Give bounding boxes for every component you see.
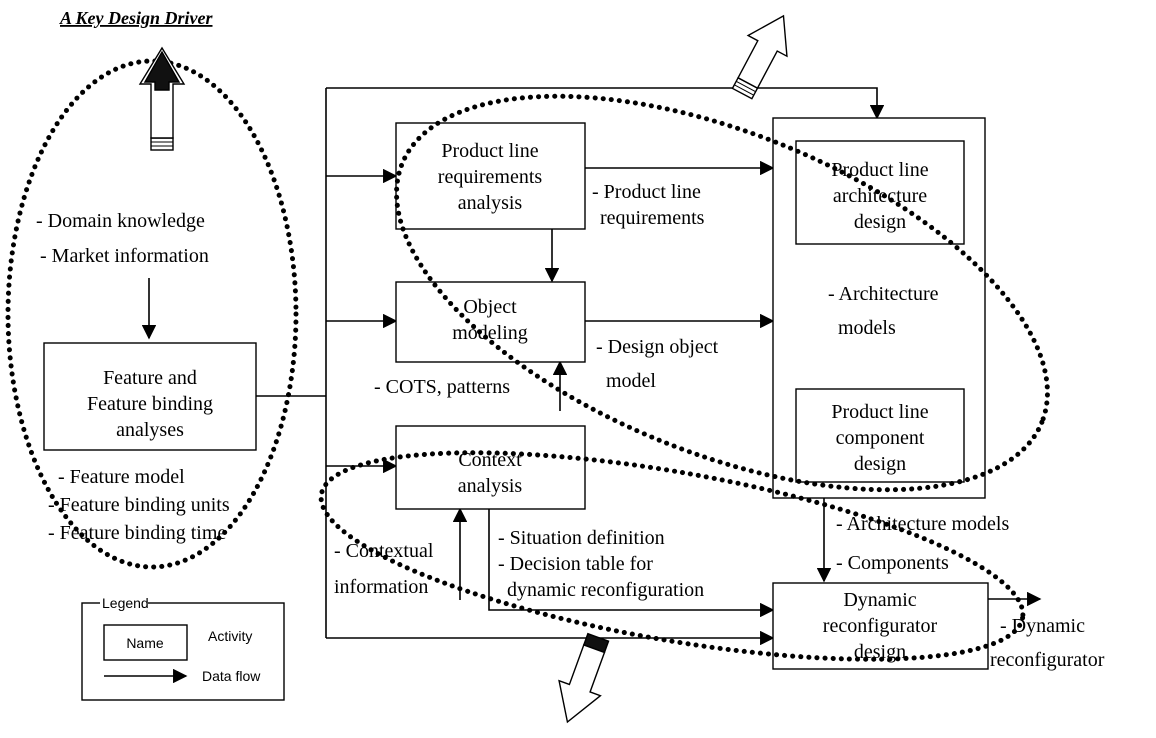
svg-text:- Dynamic: - Dynamic: [1000, 615, 1085, 637]
svg-text:- Feature model: - Feature model: [58, 466, 185, 488]
svg-text:models: models: [838, 317, 896, 339]
diagram-title: A Key Design Driver: [59, 8, 213, 28]
svg-text:- Architecture: - Architecture: [828, 283, 939, 305]
cots-patterns-label: - COTS, patterns: [374, 376, 510, 398]
svg-text:Object: Object: [463, 296, 517, 318]
design-object-model-label: - Design object model: [596, 336, 719, 392]
svg-text:architecture: architecture: [833, 185, 927, 207]
up-right-arrow-icon: [731, 14, 788, 100]
svg-text:- Feature binding time: - Feature binding time: [48, 522, 226, 544]
svg-text:information: information: [334, 576, 428, 598]
svg-text:Product line: Product line: [831, 159, 928, 181]
svg-text:Feature and: Feature and: [103, 367, 197, 389]
svg-text:component: component: [836, 427, 925, 449]
down-left-arrow-icon: [558, 632, 610, 724]
svg-text:- Market information: - Market information: [40, 245, 209, 267]
feature-group-ellipse: [5, 58, 299, 570]
contextual-information-label: - Contextual information: [334, 540, 434, 598]
legend-name-text: Name: [126, 635, 164, 651]
svg-text:- Feature binding units: - Feature binding units: [48, 494, 230, 516]
plreq-output-label: - Product line requirements: [592, 181, 705, 229]
svg-text:Product line: Product line: [441, 140, 538, 162]
svg-text:requirements: requirements: [600, 207, 705, 229]
svg-text:modeling: modeling: [452, 322, 528, 344]
svg-text:- Components: - Components: [836, 552, 949, 574]
svg-text:Product line: Product line: [831, 401, 928, 423]
legend-name-box: [103, 624, 188, 661]
object-modeling-box: [395, 281, 586, 363]
plreq-analysis-label: Product line requirements analysis: [438, 140, 543, 214]
svg-text:dynamic reconfiguration: dynamic reconfiguration: [507, 579, 704, 601]
context-analysis-box: [395, 425, 586, 510]
svg-text:design: design: [854, 211, 906, 233]
svg-text:analysis: analysis: [458, 475, 523, 497]
plarch-design-label: Product line architecture design: [831, 159, 928, 233]
architecture-group-ellipse: [394, 93, 1050, 493]
dynamic-group-ellipse: [318, 450, 1026, 662]
flow-context-to-dynamic: [488, 509, 775, 618]
svg-text:- Situation definition: - Situation definition: [498, 527, 665, 549]
plcomp-design-box: [795, 388, 965, 483]
domain-knowledge-label: - Domain knowledge - Market information: [36, 210, 209, 267]
feature-analysis-box: [43, 342, 257, 451]
svg-text:- Contextual: - Contextual: [334, 540, 434, 562]
svg-text:design: design: [854, 453, 906, 475]
svg-text:- Architecture models: - Architecture models: [836, 513, 1009, 535]
plcomp-design-label: Product line component design: [831, 401, 928, 475]
legend-title: Legend: [102, 595, 149, 611]
svg-text:analysis: analysis: [458, 192, 523, 214]
svg-text:- Domain knowledge: - Domain knowledge: [36, 210, 205, 232]
svg-text:analyses: analyses: [116, 419, 184, 441]
legend-dataflow-text: Data flow: [202, 668, 261, 684]
svg-text:model: model: [606, 370, 656, 392]
feature-analysis-label: Feature and Feature binding analyses: [87, 367, 213, 441]
up-arrow-icon: [138, 46, 186, 151]
svg-text:Feature binding: Feature binding: [87, 393, 213, 415]
architecture-models-label: - Architecture models: [828, 283, 939, 339]
plreq-analysis-box: [395, 122, 586, 230]
svg-text:reconfigurator: reconfigurator: [990, 649, 1105, 671]
svg-text:- Decision table for: - Decision table for: [498, 553, 653, 575]
situation-definition-label: - Situation definition - Decision table …: [498, 527, 704, 601]
arch-components-label: - Architecture models - Components: [836, 513, 1009, 574]
dynamic-reconfigurator-label: - Dynamic reconfigurator: [990, 615, 1105, 671]
legend-activity-text: Activity: [208, 628, 252, 644]
svg-text:reconfigurator: reconfigurator: [823, 615, 938, 637]
object-modeling-label: Object modeling: [452, 296, 528, 344]
legend: Legend Name Activity Data flow: [81, 595, 285, 701]
feature-output-label: - Feature model - Feature binding units …: [48, 466, 230, 544]
flow-trunk-to-arch: [326, 87, 885, 120]
svg-text:requirements: requirements: [438, 166, 543, 188]
svg-text:- Product line: - Product line: [592, 181, 701, 203]
svg-text:- Design object: - Design object: [596, 336, 719, 358]
svg-text:Dynamic: Dynamic: [843, 589, 916, 611]
